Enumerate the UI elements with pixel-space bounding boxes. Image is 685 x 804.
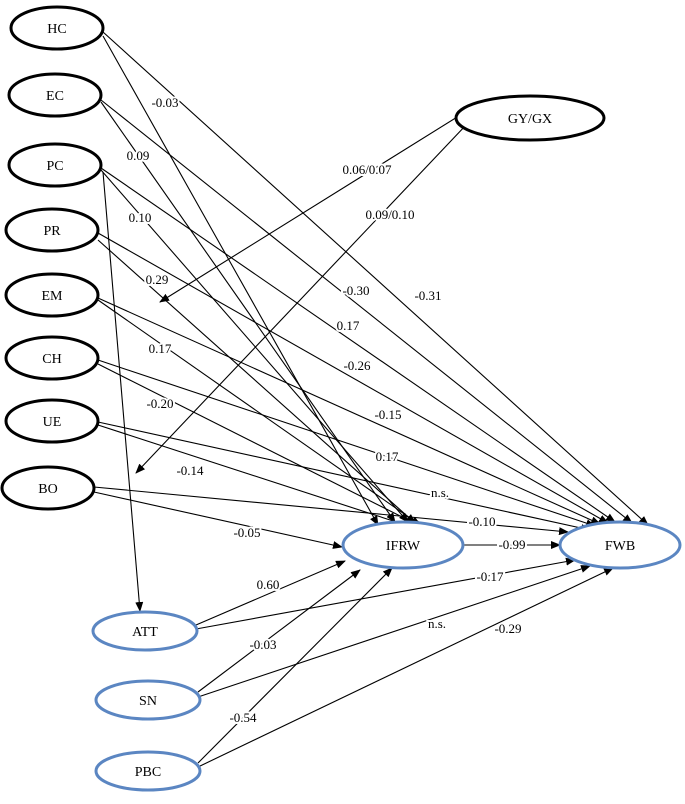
node-label-ue: UE	[43, 415, 62, 430]
node-ellipse-em	[4, 272, 100, 318]
node-bo: BO	[0, 465, 96, 511]
node-hc: HC	[9, 5, 105, 51]
node-gygx: GY/GX	[454, 94, 606, 142]
node-label-sn: SN	[139, 694, 157, 709]
edge-label-ch-fwb: 0.17	[376, 449, 399, 464]
edge-label-pr-ifrw: 0.29	[146, 272, 169, 287]
edge-hc-fwb	[102, 31, 649, 526]
edge-ch-fwb	[97, 359, 596, 527]
node-ellipse-ch	[4, 335, 100, 381]
edge-pc-fwb	[100, 167, 616, 523]
node-em: EM	[4, 272, 100, 318]
edge-pbc-ifrw	[197, 567, 393, 764]
edge-label-hc-ifrw: -0.03	[151, 95, 178, 110]
node-label-ec: EC	[46, 89, 64, 104]
node-ellipse-pc	[7, 142, 103, 188]
edge-label-pc-fwb: 0.17	[337, 318, 360, 333]
edges-layer	[93, 31, 649, 768]
edge-label-ch-ifrw: -0.20	[146, 396, 173, 411]
node-att: ATT	[91, 610, 199, 652]
node-ellipse-sn	[94, 679, 202, 721]
edge-em-fwb	[97, 297, 601, 525]
node-ellipse-ifrw	[341, 520, 465, 570]
edge-bo-fwb	[93, 486, 569, 536]
edge-sn-ifrw	[197, 569, 361, 693]
edge-label-hc-fwb: -0.31	[414, 288, 441, 303]
node-ellipse-ec	[7, 72, 103, 118]
edge-label-gy-pr: 0.06/0.07	[342, 162, 392, 177]
node-label-ch: CH	[42, 352, 61, 367]
edge-label-em-fwb: -0.15	[374, 407, 401, 422]
node-ellipse-fwb	[558, 520, 682, 570]
node-ellipse-gygx	[454, 94, 606, 142]
edge-label-sn-ifrw: -0.03	[249, 637, 276, 652]
node-label-pr: PR	[43, 224, 61, 239]
edge-label-bo-ifrw: -0.05	[233, 525, 260, 540]
node-ue: UE	[4, 398, 100, 444]
node-ec: EC	[7, 72, 103, 118]
edge-label-ec-fwb: -0.30	[342, 283, 369, 298]
node-ifrw: IFRW	[341, 520, 465, 570]
node-label-ifrw: IFRW	[386, 539, 421, 554]
edge-pc-att	[102, 171, 144, 612]
node-ellipse-hc	[9, 5, 105, 51]
edge-ue-ifrw	[97, 424, 425, 533]
node-ellipse-pbc	[94, 750, 202, 792]
nodes-layer: HC EC PC PR EM CH UE BO GY/GX ATT SN PBC IFRW FWB	[0, 5, 682, 792]
node-sn: SN	[94, 679, 202, 721]
edge-pr-fwb	[97, 232, 609, 524]
edge-pr-ifrw	[97, 239, 416, 524]
edge-pbc-fwb	[197, 567, 614, 768]
node-ellipse-pr	[4, 207, 100, 253]
edge-ue-fwb	[97, 421, 591, 532]
node-label-em: EM	[42, 289, 64, 304]
node-ellipse-att	[91, 610, 199, 652]
node-pr: PR	[4, 207, 100, 253]
edge-gy-pr	[159, 113, 463, 303]
node-pbc: PBC	[94, 750, 202, 792]
node-label-pc: PC	[46, 159, 63, 174]
node-pc: PC	[7, 142, 103, 188]
node-ch: CH	[4, 335, 100, 381]
edge-em-ifrw	[97, 299, 421, 526]
edge-ec-fwb	[100, 99, 633, 524]
edge-label-ifrw-fwb: -0.99	[498, 537, 525, 552]
edge-label-pc-ifrw: 0.10	[129, 210, 152, 225]
edge-label-att-fwb: -0.17	[476, 569, 504, 584]
edge-label-gy-bo: 0.09/0.10	[365, 207, 414, 222]
edge-label-ue-fwb: n.s.	[431, 485, 449, 500]
edge-sn-fwb	[197, 565, 591, 698]
edge-label-ue-ifrw: -0.14	[176, 463, 204, 478]
edge-labels-layer: -0.03 -0.31 0.09 -0.30 0.10 0.17 0.29 -0.26 0.17…	[125, 93, 528, 727]
node-fwb: FWB	[558, 520, 682, 570]
edge-att-ifrw	[195, 560, 346, 626]
edge-att-fwb	[195, 557, 576, 630]
node-ellipse-ue	[4, 398, 100, 444]
edge-label-pbc-fwb: -0.29	[494, 621, 521, 636]
node-label-att: ATT	[132, 625, 158, 640]
edge-label-pr-fwb: -0.26	[343, 358, 371, 373]
edge-bo-ifrw	[93, 491, 343, 549]
edge-gy-bo	[135, 123, 468, 474]
edge-label-ec-ifrw: 0.09	[127, 148, 150, 163]
edge-hc-ifrw	[102, 35, 379, 526]
node-ellipse-bo	[0, 465, 96, 511]
edge-label-bo-fwb: -0.10	[468, 514, 495, 529]
node-label-pbc: PBC	[135, 765, 161, 780]
edge-label-att-ifrw: 0.60	[257, 577, 280, 592]
node-label-gygx: GY/GX	[508, 112, 552, 127]
node-label-bo: BO	[38, 482, 57, 497]
edge-ch-ifrw	[97, 363, 425, 529]
edge-label-pbc-ifrw: -0.54	[229, 710, 257, 725]
edge-label-sn-fwb: n.s.	[428, 616, 446, 631]
node-label-fwb: FWB	[605, 539, 635, 554]
edge-label-em-ifrw: 0.17	[149, 341, 172, 356]
edge-pc-ifrw	[100, 169, 409, 523]
edge-ec-ifrw	[100, 101, 396, 523]
node-label-hc: HC	[47, 22, 66, 37]
